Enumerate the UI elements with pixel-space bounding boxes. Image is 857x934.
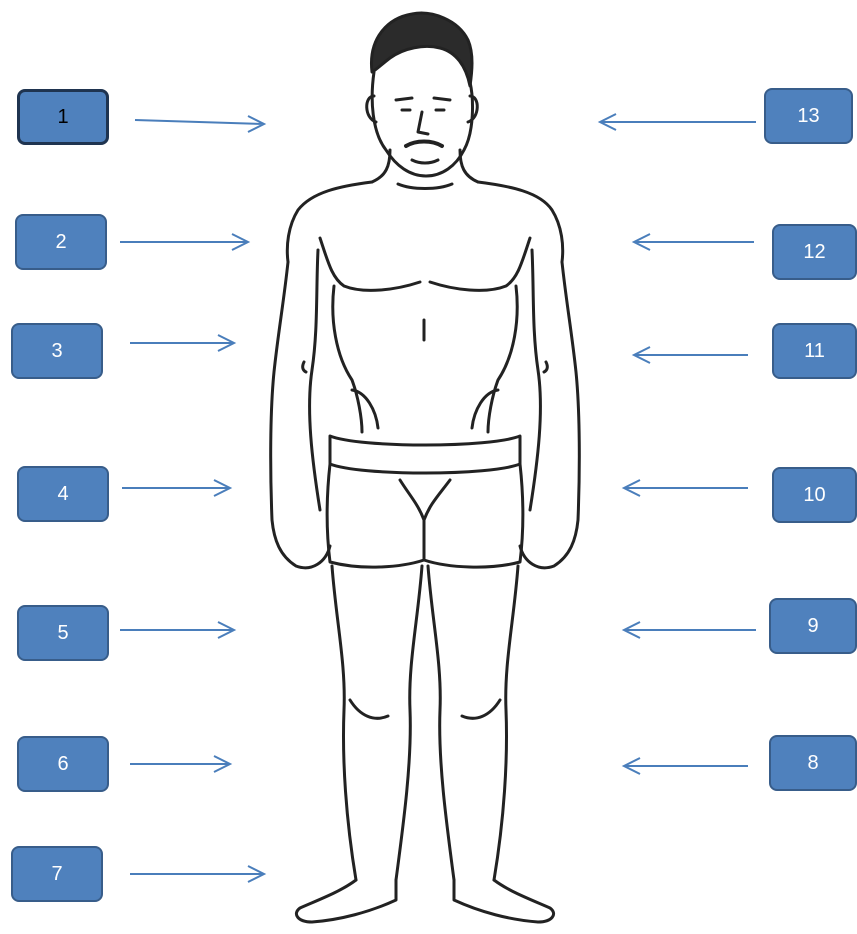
arrow-12 [631,233,754,251]
label-box-3: 3 [11,323,103,379]
label-text: 13 [797,104,820,127]
label-box-4: 4 [17,466,109,522]
label-text: 5 [57,621,69,644]
label-box-9: 9 [769,598,857,654]
label-box-6: 6 [17,736,109,792]
label-text: 8 [807,751,819,774]
arrow-9 [621,621,756,639]
label-text: 6 [57,752,69,775]
label-text: 7 [51,862,63,885]
label-box-1: 1 [17,89,109,145]
arrow-6 [130,755,233,773]
arrow-11 [631,346,748,364]
label-text: 10 [803,483,826,506]
label-text: 3 [51,339,63,362]
label-text: 1 [57,105,69,128]
arrow-2 [120,233,251,251]
arrow-1 [134,115,267,133]
label-box-2: 2 [15,214,107,270]
left-arrows [120,115,267,883]
label-box-10: 10 [772,467,857,523]
right-arrows [597,113,756,775]
arrow-7 [130,865,267,883]
label-box-13: 13 [764,88,853,144]
label-box-5: 5 [17,605,109,661]
label-box-8: 8 [769,735,857,791]
label-text: 11 [804,339,825,362]
label-text: 9 [807,614,819,637]
label-text: 4 [57,482,69,505]
label-box-11: 11 [772,323,857,379]
arrow-5 [120,621,237,639]
label-box-12: 12 [772,224,857,280]
arrow-3 [130,334,237,352]
arrow-10 [621,479,748,497]
label-box-7: 7 [11,846,103,902]
label-text: 12 [803,240,826,263]
label-text: 2 [55,230,67,253]
arrow-4 [122,479,233,497]
arrow-8 [621,757,748,775]
arrow-13 [597,113,756,131]
